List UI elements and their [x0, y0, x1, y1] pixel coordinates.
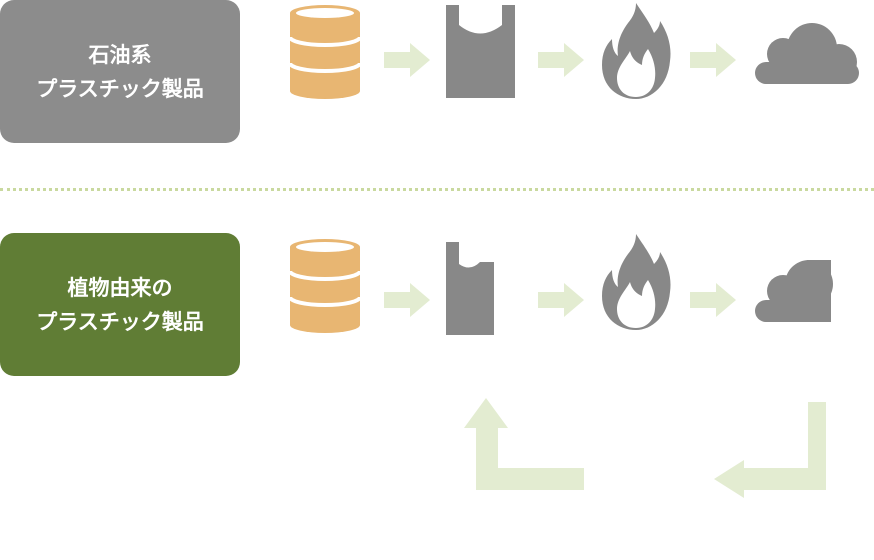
- cloud-icon: [755, 260, 833, 322]
- plant-based-plastic-label: 植物由来の プラスチック製品: [0, 233, 240, 376]
- petroleum-plastic-label: 石油系 プラスチック製品: [0, 0, 240, 143]
- plastic-bag-icon: [446, 5, 515, 98]
- plastic-bag-icon: [446, 242, 494, 335]
- petroleum-label-line1: 石油系: [88, 42, 152, 67]
- arrow-right-icon: [384, 43, 430, 77]
- arrow-right-icon: [538, 43, 584, 77]
- arrow-right-icon: [690, 283, 736, 317]
- cycle-arrow-icon: [464, 398, 584, 490]
- oil-barrel-icon: [288, 239, 362, 333]
- oil-barrel-icon: [288, 5, 362, 99]
- arrow-right-icon: [538, 283, 584, 317]
- cycle-arrow-icon: [714, 402, 826, 498]
- plant-label-line2: プラスチック製品: [36, 309, 204, 334]
- plant-label-line1: 植物由来の: [67, 275, 173, 300]
- fire-icon: [602, 234, 671, 330]
- arrow-right-icon: [690, 43, 736, 77]
- cloud-icon: [755, 23, 859, 84]
- arrow-right-icon: [384, 283, 430, 317]
- fire-icon: [602, 3, 671, 99]
- petroleum-label-line2: プラスチック製品: [36, 76, 204, 101]
- dotted-divider: [0, 188, 874, 191]
